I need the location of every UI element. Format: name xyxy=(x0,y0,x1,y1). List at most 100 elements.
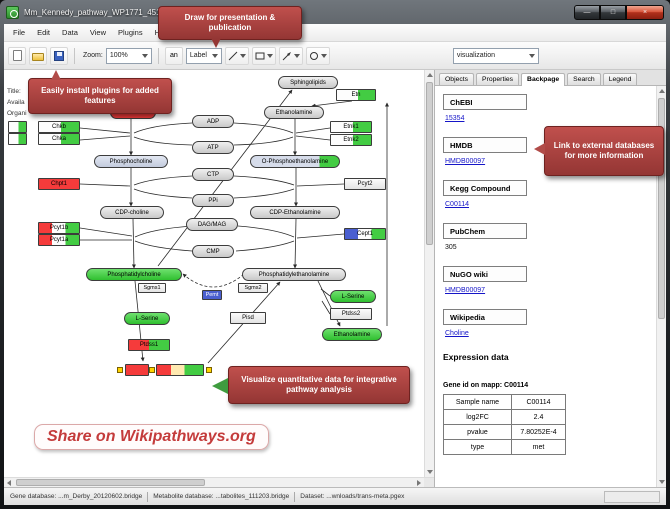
selection-handle[interactable] xyxy=(206,367,212,373)
backpage-header-nugo: NuGO wiki xyxy=(443,266,527,282)
line-tool-button[interactable] xyxy=(224,46,249,65)
pathway-node-l-serine-left[interactable]: L-Serine xyxy=(124,312,170,325)
pathway-drawing: Sphingolipids Etn Choline Ethanolamine C… xyxy=(8,70,424,467)
pathway-node-dag-mag[interactable]: DAG/MAG xyxy=(186,218,238,231)
pathway-node-cept1[interactable]: Cept1 xyxy=(344,228,386,240)
pathway-node-ctp[interactable]: CTP xyxy=(192,168,234,181)
canvas-vertical-scrollbar[interactable] xyxy=(424,70,434,477)
chevron-down-icon xyxy=(266,53,273,58)
pathway-node-sgms2[interactable]: Sgms2 xyxy=(238,283,268,293)
scroll-up-icon xyxy=(659,89,665,93)
new-file-button[interactable] xyxy=(8,46,26,65)
pathway-node-etn[interactable]: Etn xyxy=(336,89,376,101)
zoom-combobox[interactable]: 100% xyxy=(105,47,152,64)
zoom-label: Zoom: xyxy=(83,52,103,59)
hmdb-id-link[interactable]: HMDB00097 xyxy=(445,158,486,165)
scrollbar-thumb[interactable] xyxy=(16,479,205,486)
pathway-node-pcyt1a[interactable]: Pcyt1a xyxy=(38,234,80,246)
selection-handle[interactable] xyxy=(117,367,123,373)
tab-backpage[interactable]: Backpage xyxy=(521,73,566,86)
pathway-node-partial[interactable] xyxy=(8,133,27,145)
pathway-node-pcyt2[interactable]: Pcyt2 xyxy=(344,178,386,190)
pathway-node-atp[interactable]: ATP xyxy=(192,141,234,154)
pathway-node-pcyt1b[interactable]: Pcyt1b xyxy=(38,222,80,234)
shape-tool-button[interactable] xyxy=(251,46,276,65)
status-metabolite-database: Metabolite database: ...tabolites_111203… xyxy=(153,493,290,500)
gene-id-label: Gene id on mapp: C00114 xyxy=(443,382,529,389)
canvas-horizontal-scrollbar[interactable] xyxy=(4,477,424,487)
menu-data[interactable]: Data xyxy=(62,28,78,37)
pathway-node-adp[interactable]: ADP xyxy=(192,115,234,128)
pathway-node-pemt[interactable]: Pemt xyxy=(202,290,222,300)
tab-legend[interactable]: Legend xyxy=(602,73,638,85)
pathway-node-phosphatidylethanolamine[interactable]: Phosphatidylethanolamine xyxy=(242,268,346,281)
close-button[interactable]: × xyxy=(626,4,664,20)
selected-node-expression-strip[interactable] xyxy=(156,364,204,376)
pathway-node-chkb[interactable]: Chkb xyxy=(38,121,80,133)
label-tool-dropdown[interactable]: Label xyxy=(185,47,222,64)
shape-tool-icon xyxy=(255,52,265,59)
pubchem-id-value: 305 xyxy=(445,244,457,251)
chebi-id-link[interactable]: 15354 xyxy=(445,115,465,122)
selected-node-red-segment[interactable] xyxy=(125,364,149,376)
callout-external-databases: Link to external databases for more info… xyxy=(534,126,664,176)
chevron-down-icon xyxy=(239,53,246,58)
zoom-value: 100% xyxy=(109,52,128,59)
pathway-node-ethanolamine[interactable]: Ethanolamine xyxy=(264,106,324,119)
pathway-node-cdp-ethanolamine[interactable]: CDP-Ethanolamine xyxy=(250,206,340,219)
pathway-node-etnk2[interactable]: Etnk2 xyxy=(330,134,372,146)
pathway-node-ptdss1[interactable]: Ptdss1 xyxy=(128,339,170,351)
scrollbar-thumb[interactable] xyxy=(658,98,665,319)
pathway-node-cmp[interactable]: CMP xyxy=(192,245,234,258)
tab-search[interactable]: Search xyxy=(567,73,601,85)
callout-install-plugins: Easily install plugins for added feature… xyxy=(28,70,172,114)
minimize-button[interactable]: — xyxy=(574,4,600,20)
font-tool-button[interactable]: an xyxy=(164,46,183,65)
pathway-node-ptdss2[interactable]: Ptdss2 xyxy=(330,308,372,320)
chevron-down-icon xyxy=(528,53,535,58)
pathway-node-sgms1[interactable]: Sgms1 xyxy=(138,283,166,293)
kegg-id-link[interactable]: C00114 xyxy=(445,201,470,208)
interaction-tool-button[interactable] xyxy=(278,46,303,65)
backpage-scrollbar[interactable] xyxy=(656,86,666,487)
tab-objects[interactable]: Objects xyxy=(439,73,475,85)
pathway-node-o-phosphoethanolamine[interactable]: O-Phosphoethanolamine xyxy=(250,155,340,168)
menu-file[interactable]: File xyxy=(13,28,26,37)
pathway-node-ppi[interactable]: PPi xyxy=(192,194,234,207)
pathway-node-partial[interactable] xyxy=(8,121,27,133)
wikipedia-link[interactable]: Choline xyxy=(445,330,469,337)
template-tool-button[interactable] xyxy=(305,46,330,65)
menu-edit[interactable]: Edit xyxy=(37,28,51,37)
pathway-node-phosphocholine[interactable]: Phosphocholine xyxy=(94,155,168,168)
selection-handle[interactable] xyxy=(149,367,155,373)
pathway-node-l-serine-right[interactable]: L-Serine xyxy=(330,290,376,303)
menu-plugins[interactable]: Plugins xyxy=(118,28,143,37)
backpage-header-hmdb: HMDB xyxy=(443,137,527,153)
tab-properties[interactable]: Properties xyxy=(476,73,520,85)
save-button[interactable] xyxy=(50,46,68,65)
pathway-node-sphingolipids[interactable]: Sphingolipids xyxy=(278,76,338,89)
expression-table: Sample name C00114 log2FC 2.4 pvalue 7.8… xyxy=(443,394,566,455)
pathway-canvas[interactable]: Title: Availa Organi xyxy=(4,70,424,477)
pathway-node-chpt1[interactable]: Chpt1 xyxy=(38,178,80,190)
status-dataset: Dataset: ...wnloads/trans-meta.pgex xyxy=(300,493,405,500)
pathway-node-cdp-choline[interactable]: CDP-choline xyxy=(100,206,164,219)
menu-view[interactable]: View xyxy=(89,28,106,37)
pathway-node-ethanolamine-bottom[interactable]: Ethanolamine xyxy=(322,328,382,341)
table-row: Sample name C00114 xyxy=(443,394,566,410)
scroll-right-icon xyxy=(417,480,421,486)
pathway-node-phosphatidylcholine[interactable]: Phosphatidylcholine xyxy=(86,268,182,281)
menubar: File Edit Data View Plugins Help xyxy=(4,24,666,42)
pathway-organism-label: Organi xyxy=(7,110,27,117)
pathway-node-pisd[interactable]: Pisd xyxy=(230,312,266,324)
visualization-dropdown[interactable]: visualization xyxy=(452,47,539,64)
pathway-node-etnk1[interactable]: Etnk1 xyxy=(330,121,372,133)
circle-tool-icon xyxy=(309,51,318,60)
cell-log2fc-label: log2FC xyxy=(443,409,512,425)
open-file-button[interactable] xyxy=(29,46,47,65)
pathway-node-chka[interactable]: Chka xyxy=(38,133,80,145)
maximize-button[interactable]: □ xyxy=(600,4,626,20)
pathvisio-app-icon xyxy=(6,5,19,19)
nugo-id-link[interactable]: HMDB00097 xyxy=(445,287,486,294)
scrollbar-thumb[interactable] xyxy=(426,82,433,245)
